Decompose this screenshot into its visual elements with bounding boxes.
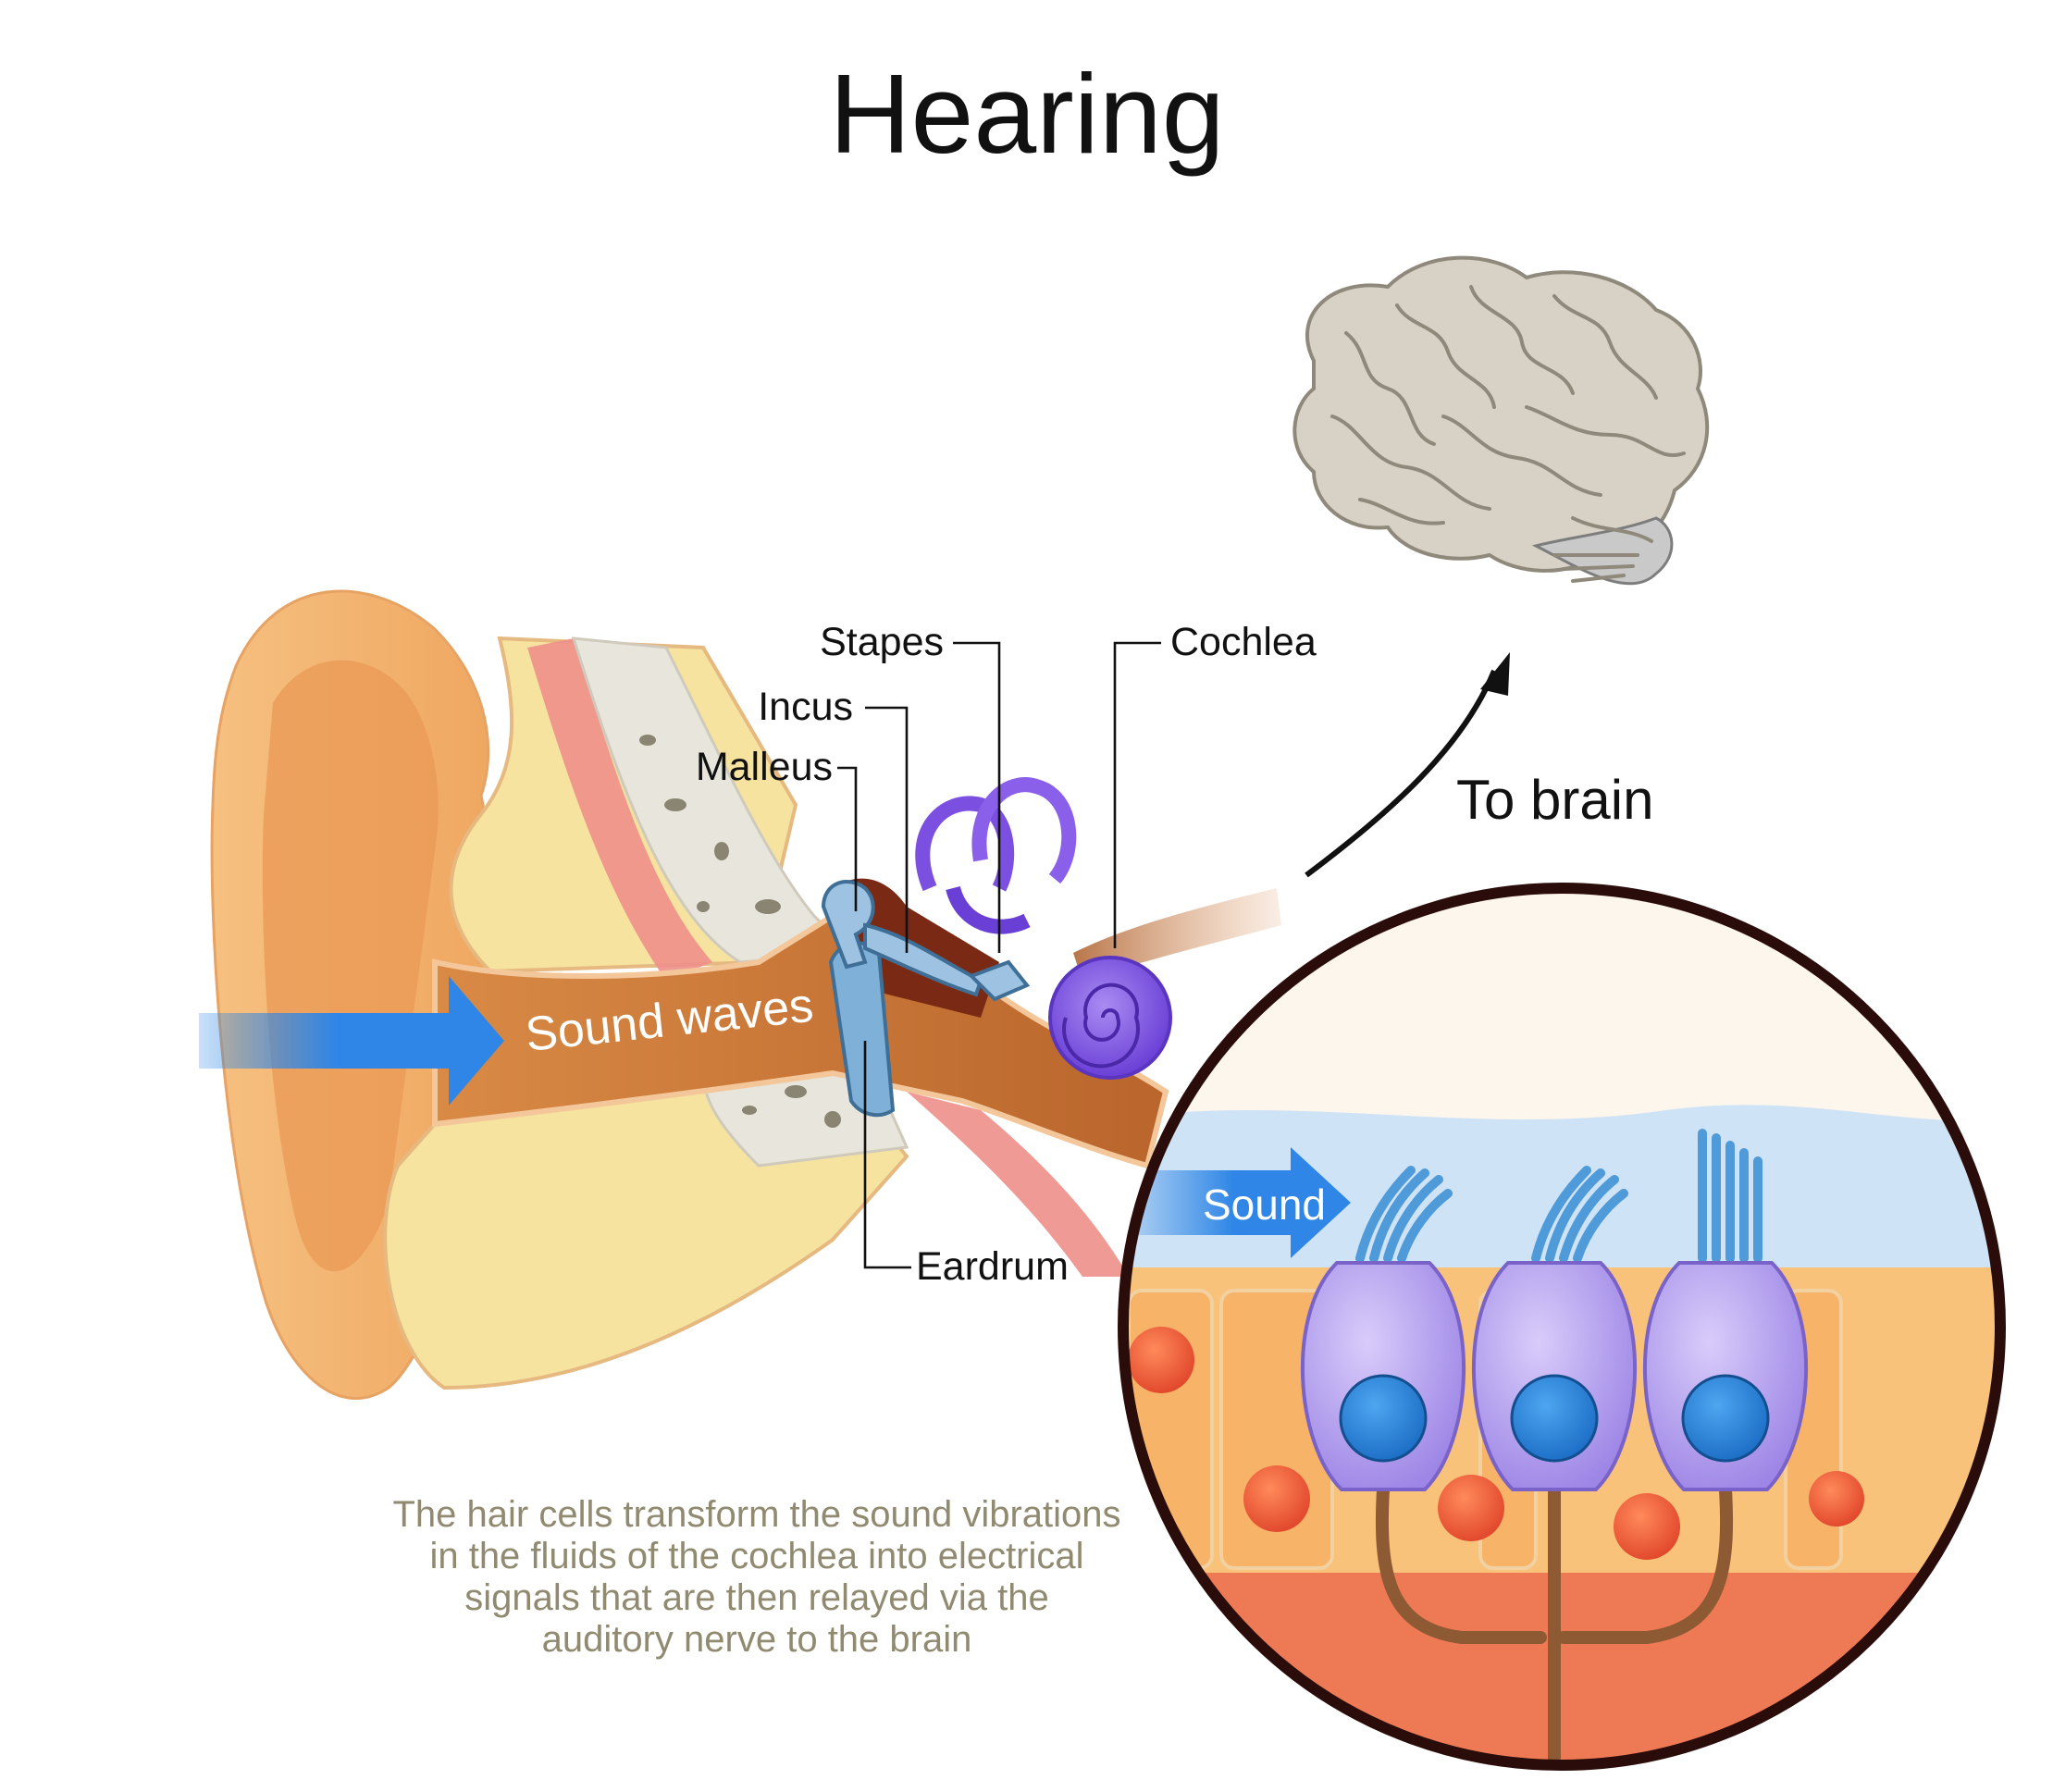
to-brain-arrow	[1305, 652, 1510, 878]
stapes-leader	[953, 641, 1001, 953]
cochlea-label: Cochlea	[1170, 620, 1317, 664]
temporal-tissue	[383, 636, 1129, 1390]
magnifier-ring	[1118, 883, 2006, 1771]
sound-label: Sound	[1203, 1180, 1326, 1229]
inner-ear	[915, 777, 1281, 1080]
stapes-label: Stapes	[820, 620, 944, 664]
eardrum-leader	[863, 1041, 911, 1269]
incus-label: Incus	[758, 685, 853, 729]
malleus-leader	[837, 766, 858, 911]
caption-line-1: The hair cells transform the sound vibra…	[392, 1494, 1120, 1535]
eardrum-label: Eardrum	[916, 1244, 1069, 1289]
malleus-label: Malleus	[696, 745, 833, 789]
hair-cell-magnification	[1118, 883, 2006, 1771]
caption-line-2: in the fluids of the cochlea into electr…	[429, 1536, 1083, 1576]
cochlea-leader	[1113, 641, 1161, 948]
incus-leader	[865, 706, 909, 953]
caption: The hair cells transform the sound vibra…	[392, 1494, 1120, 1660]
brain-illustration	[1292, 255, 1710, 586]
page-title: Hearing	[829, 51, 1224, 177]
sound-waves-arrow	[199, 976, 504, 1106]
to-brain-label: To brain	[1456, 769, 1653, 831]
caption-line-4: auditory nerve to the brain	[542, 1619, 972, 1660]
caption-line-3: signals that are then relayed via the	[464, 1577, 1049, 1618]
ossicles	[821, 879, 1031, 1002]
sound-arrow	[1138, 1147, 1351, 1258]
